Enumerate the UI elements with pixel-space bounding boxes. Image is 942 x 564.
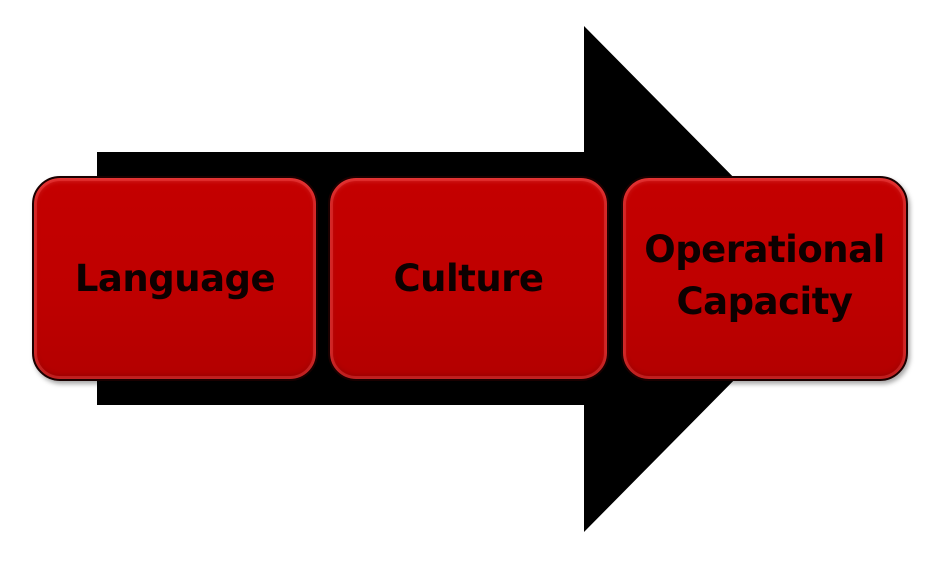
stage-box-operational-capacity: Operational Capacity bbox=[621, 176, 908, 381]
stage-box-language: Language bbox=[32, 176, 318, 381]
stage-box-culture: Culture bbox=[328, 176, 609, 381]
stage-label-culture: Culture bbox=[393, 256, 544, 300]
stage-label-language: Language bbox=[74, 256, 276, 300]
stage-label-operational-capacity: Operational Capacity bbox=[644, 227, 885, 323]
